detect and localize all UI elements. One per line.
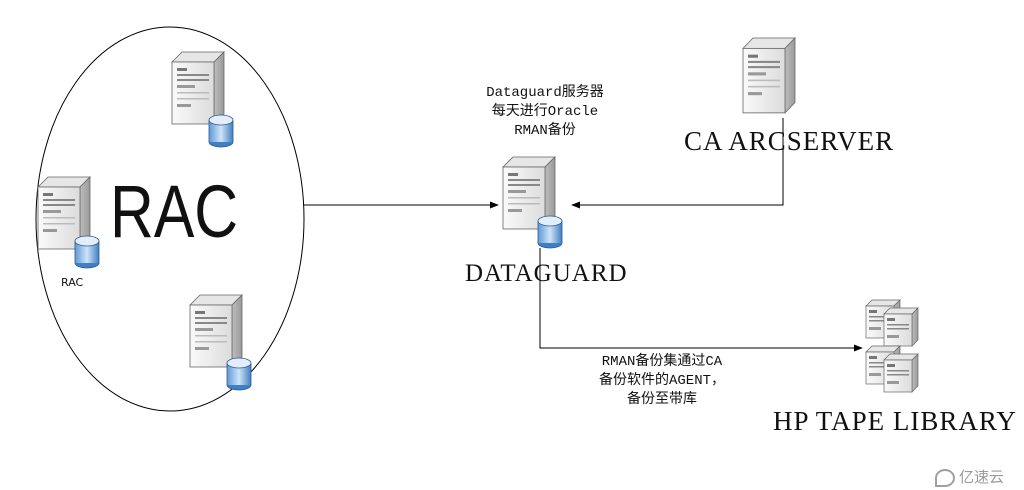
dataguard-note-line: 每天进行Oracle (491, 104, 599, 120)
tape-library-icon (865, 299, 919, 393)
dataguard-note-line: Dataguard服务器 (486, 85, 604, 101)
server-db-icon (189, 294, 252, 391)
server-icon (742, 37, 796, 114)
tape-note-line: 备份软件的AGENT， (598, 373, 725, 389)
ca-to-dataguard-connector (571, 118, 784, 209)
watermark-text: 亿速云 (959, 468, 1005, 486)
dataguard-to-tape-connector (539, 248, 863, 352)
watermark-logo: 亿速云 (935, 466, 1004, 487)
hp-tape-library-label: HP TAPE LIBRARY (773, 406, 1017, 436)
watermark-icon (935, 468, 955, 487)
dataguard-label: DATAGUARD (465, 260, 628, 287)
dataguard-note-line: RMAN备份 (514, 123, 576, 139)
tape-note-line: 备份至带库 (627, 392, 697, 408)
ca-arcserver-label: CA ARCSERVER (684, 126, 895, 156)
server-db-icon (502, 156, 563, 249)
rac-cluster-label: RAC (110, 170, 239, 253)
tape-note: RMAN备份集通过CA 备份软件的AGENT， 备份至带库 (572, 353, 752, 410)
rac-server-label: RAC (61, 276, 84, 289)
server-db-icon (171, 51, 234, 148)
rac-cluster-ellipse (35, 26, 305, 412)
dataguard-note: Dataguard服务器 每天进行Oracle RMAN备份 (450, 84, 640, 141)
tape-note-line: RMAN备份集通过CA (601, 354, 723, 370)
server-db-icon (37, 176, 100, 269)
